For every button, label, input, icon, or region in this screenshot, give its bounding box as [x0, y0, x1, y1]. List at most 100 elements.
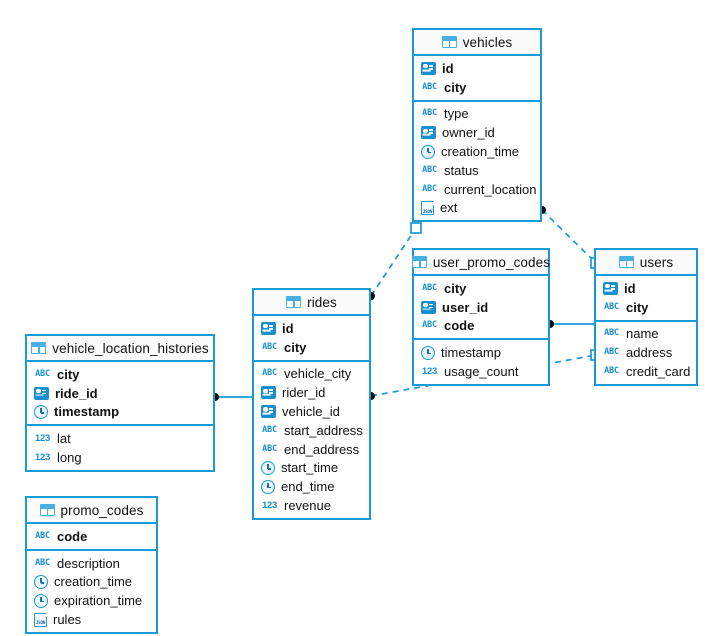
abc-string-icon: ABC: [422, 282, 437, 293]
column-row[interactable]: id: [596, 279, 696, 298]
column-row[interactable]: timestamp: [414, 343, 548, 362]
column-name: timestamp: [54, 404, 120, 420]
column-row[interactable]: rider_id: [254, 383, 369, 402]
column-name: vehicle_id: [282, 404, 340, 420]
column-row[interactable]: ABC type: [414, 105, 540, 124]
123-numeric-icon: 123: [422, 366, 437, 378]
column-row[interactable]: ABC address: [596, 343, 696, 362]
entity-header[interactable]: user_promo_codes: [411, 250, 550, 276]
column-name: lat: [57, 431, 71, 447]
column-row[interactable]: expiration_time: [27, 591, 156, 610]
column-name: owner_id: [442, 125, 495, 141]
column-name: revenue: [284, 498, 331, 514]
column-name: type: [444, 106, 469, 122]
column-name: timestamp: [441, 345, 501, 361]
column-name: name: [626, 326, 659, 342]
column-row[interactable]: ABC start_address: [254, 421, 369, 440]
column-row[interactable]: id: [254, 319, 369, 338]
abc-string-icon: ABC: [422, 320, 437, 331]
abc-string-icon: ABC: [604, 301, 619, 312]
column-name: city: [57, 366, 80, 382]
column-name: code: [444, 318, 475, 334]
abc-string-icon: ABC: [262, 368, 277, 379]
column-name: expiration_time: [54, 593, 143, 609]
column-row[interactable]: start_time: [254, 459, 369, 478]
entity-title: vehicle_location_histories: [52, 340, 209, 356]
abc-string-icon: ABC: [422, 108, 437, 119]
column-row[interactable]: ABC code: [414, 317, 548, 336]
column-name: start_address: [284, 422, 363, 438]
column-row[interactable]: rules: [27, 610, 156, 629]
column-name: status: [444, 162, 479, 178]
abc-string-icon: ABC: [262, 424, 277, 435]
column-row[interactable]: 123 revenue: [254, 496, 369, 515]
column-name: id: [624, 280, 636, 296]
relationship-user_promo_codes-users: [546, 320, 594, 328]
column-name: address: [626, 345, 673, 361]
table-grid-icon: [286, 296, 302, 308]
column-row[interactable]: ride_id: [27, 384, 213, 403]
column-row[interactable]: user_id: [414, 298, 548, 317]
column-row[interactable]: vehicle_id: [254, 402, 369, 421]
column-row[interactable]: timestamp: [27, 403, 213, 422]
one-endpoint-square: [410, 222, 422, 234]
uuid-id-card-icon: [603, 281, 618, 295]
entity-header[interactable]: vehicle_location_histories: [27, 336, 213, 362]
column-row[interactable]: owner_id: [414, 123, 540, 142]
table-grid-icon: [618, 256, 634, 268]
column-name: credit_card: [626, 364, 691, 380]
column-name: ext: [440, 200, 458, 216]
column-row[interactable]: creation_time: [27, 573, 156, 592]
clock-timestamp-icon: [34, 404, 48, 419]
clock-timestamp-icon: [34, 574, 48, 589]
table-grid-icon: [441, 36, 457, 48]
column-name: creation_time: [54, 574, 133, 590]
entity-header[interactable]: vehicles: [414, 30, 540, 56]
column-row[interactable]: id: [414, 59, 540, 78]
column-row[interactable]: ABC status: [414, 161, 540, 180]
column-name: end_time: [281, 479, 335, 495]
123-numeric-icon: 123: [262, 500, 277, 512]
column-name: current_location: [444, 181, 537, 197]
column-row[interactable]: creation_time: [414, 142, 540, 161]
column-name: ride_id: [55, 385, 98, 401]
abc-string-icon: ABC: [604, 347, 619, 358]
uuid-id-card-icon: [261, 386, 276, 400]
entity-header[interactable]: rides: [254, 290, 369, 316]
column-row[interactable]: ext: [414, 199, 540, 218]
abc-string-icon: ABC: [422, 164, 437, 175]
entity-header[interactable]: users: [596, 250, 696, 276]
entity-header[interactable]: promo_codes: [27, 498, 156, 524]
column-row[interactable]: end_time: [254, 477, 369, 496]
